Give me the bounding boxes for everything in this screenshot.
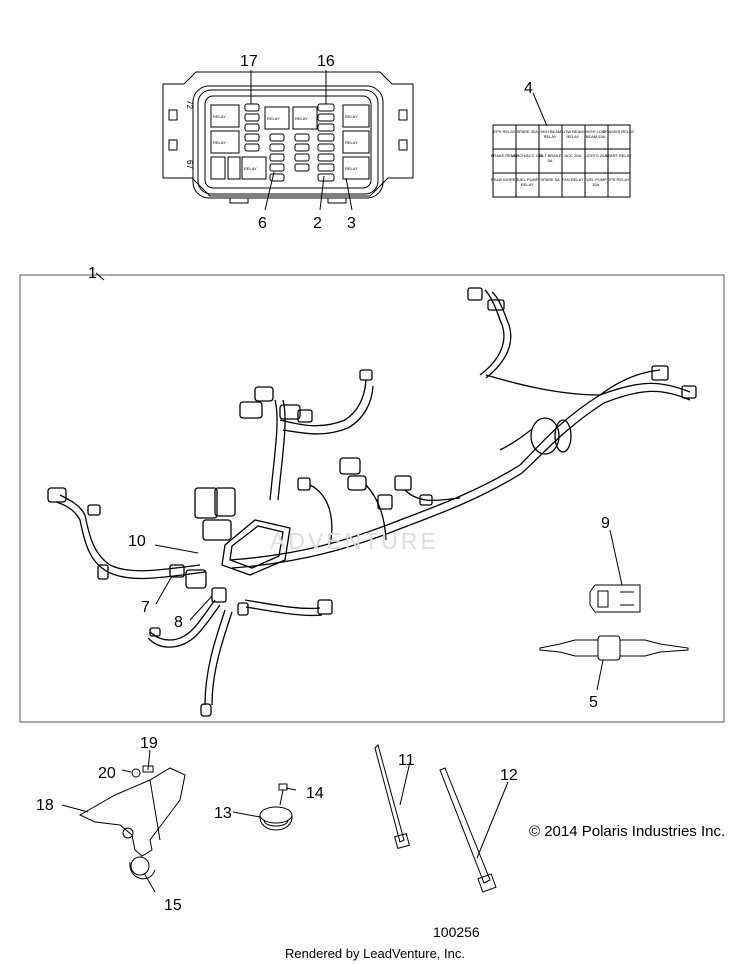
decal-cell-label: LIGHTS 20A [584, 153, 607, 158]
relay-label: RELAY [244, 166, 257, 171]
fuse-box [162, 70, 414, 211]
decal-cell-label: SPARE 30A [516, 129, 538, 134]
callout-16: 16 [317, 53, 335, 70]
fuse-puller [589, 529, 641, 613]
mounting-bracket [61, 749, 186, 893]
callout-14: 14 [306, 785, 324, 802]
relay-label: RELAY [213, 140, 226, 145]
decal-cell-label: RELAY [521, 182, 534, 187]
fuse-column-mid [269, 133, 310, 182]
relay-label: RELAY [345, 140, 358, 145]
callout-17: 17 [240, 53, 258, 70]
decal-cell-label: EPS RELAY [607, 177, 629, 182]
relay [292, 106, 318, 130]
relay [264, 106, 290, 130]
relay [210, 104, 240, 128]
relay-label: RELAY [213, 114, 226, 119]
relay-label: RELAY [267, 116, 280, 121]
callout-4: 4 [524, 80, 533, 97]
callout-20: 20 [98, 765, 116, 782]
decal-cell-label: RELAY [544, 134, 557, 139]
harness-frame [19, 274, 725, 723]
decal-cell-label: ACC 20A [564, 153, 581, 158]
decal-cell-label: SPARE 5A [540, 177, 560, 182]
decal-cell-label: TILT BRAKE [539, 153, 562, 158]
callout-19: 19 [140, 735, 158, 752]
callout-12: 12 [500, 767, 518, 784]
fuse-column-left [244, 103, 260, 152]
relay-label: RELAY [295, 116, 308, 121]
fuse-column-right [317, 103, 335, 182]
callout-7: 7 [141, 599, 150, 616]
decal-cell-label: REAR WORKS [491, 177, 519, 182]
decal-cell-label: HIGH BEAM [539, 129, 561, 134]
decal-cell-label: HIGH LOW [585, 129, 605, 134]
callout-8: 8 [174, 614, 183, 631]
callout-10: 10 [128, 533, 146, 550]
fuse-box-side-label-67: 67 [185, 160, 194, 169]
inline-fuse-holder [539, 635, 689, 691]
decal-cell-label: CHASSIS RELAY [603, 129, 635, 134]
relay [342, 156, 370, 180]
relay [241, 156, 267, 180]
callout-6: 6 [258, 215, 267, 232]
callout-1: 1 [88, 265, 97, 282]
decal-cell-label: LOW BEAM [562, 129, 584, 134]
decal-cell-label: FUEL PUMP [516, 177, 539, 182]
decal-cell-label: BRAKE RELAY [491, 153, 519, 158]
relay-label: RELAY [345, 114, 358, 119]
decal-cell-label: FAN RELAY [562, 177, 584, 182]
relay [210, 130, 240, 154]
callout-9: 9 [601, 515, 610, 532]
watermark: ADVENTURE [270, 528, 439, 554]
relay [342, 104, 370, 128]
wire-harness [47, 287, 697, 717]
cable-tie-large [439, 767, 509, 893]
fuse-box-side-label-72: 72 [185, 100, 194, 109]
decal-cell-label: WINCH/ACC 15A [512, 153, 544, 158]
relay [342, 130, 370, 154]
callout-11: 11 [398, 752, 415, 769]
callout-3: 3 [347, 215, 356, 232]
cable-tie-small [374, 744, 411, 849]
decal-cell-label: 10A [592, 182, 599, 187]
decal-cell-label: FUEL PUMP [584, 177, 607, 182]
relay-decal [492, 92, 631, 198]
diagram-reference-number: 100256 [433, 924, 480, 940]
harness-clip [232, 783, 297, 831]
relay-label: RELAY [345, 166, 358, 171]
decal-cell-label: 5A [548, 158, 553, 163]
copyright-notice: © 2014 Polaris Industries Inc. [529, 823, 726, 840]
decal-cell-label: BEAM 15A [586, 134, 606, 139]
callout-2: 2 [313, 215, 322, 232]
callout-15: 15 [164, 897, 182, 914]
callout-13: 13 [214, 805, 232, 822]
render-credit: Rendered by LeadVenture, Inc. [285, 946, 465, 961]
decal-cell-label: RELAY [566, 134, 579, 139]
decal-cell-label: EPS RELAY [493, 129, 515, 134]
callout-18: 18 [36, 797, 54, 814]
callout-5: 5 [589, 694, 598, 711]
decal-cell-label: START RELAY [605, 153, 632, 158]
